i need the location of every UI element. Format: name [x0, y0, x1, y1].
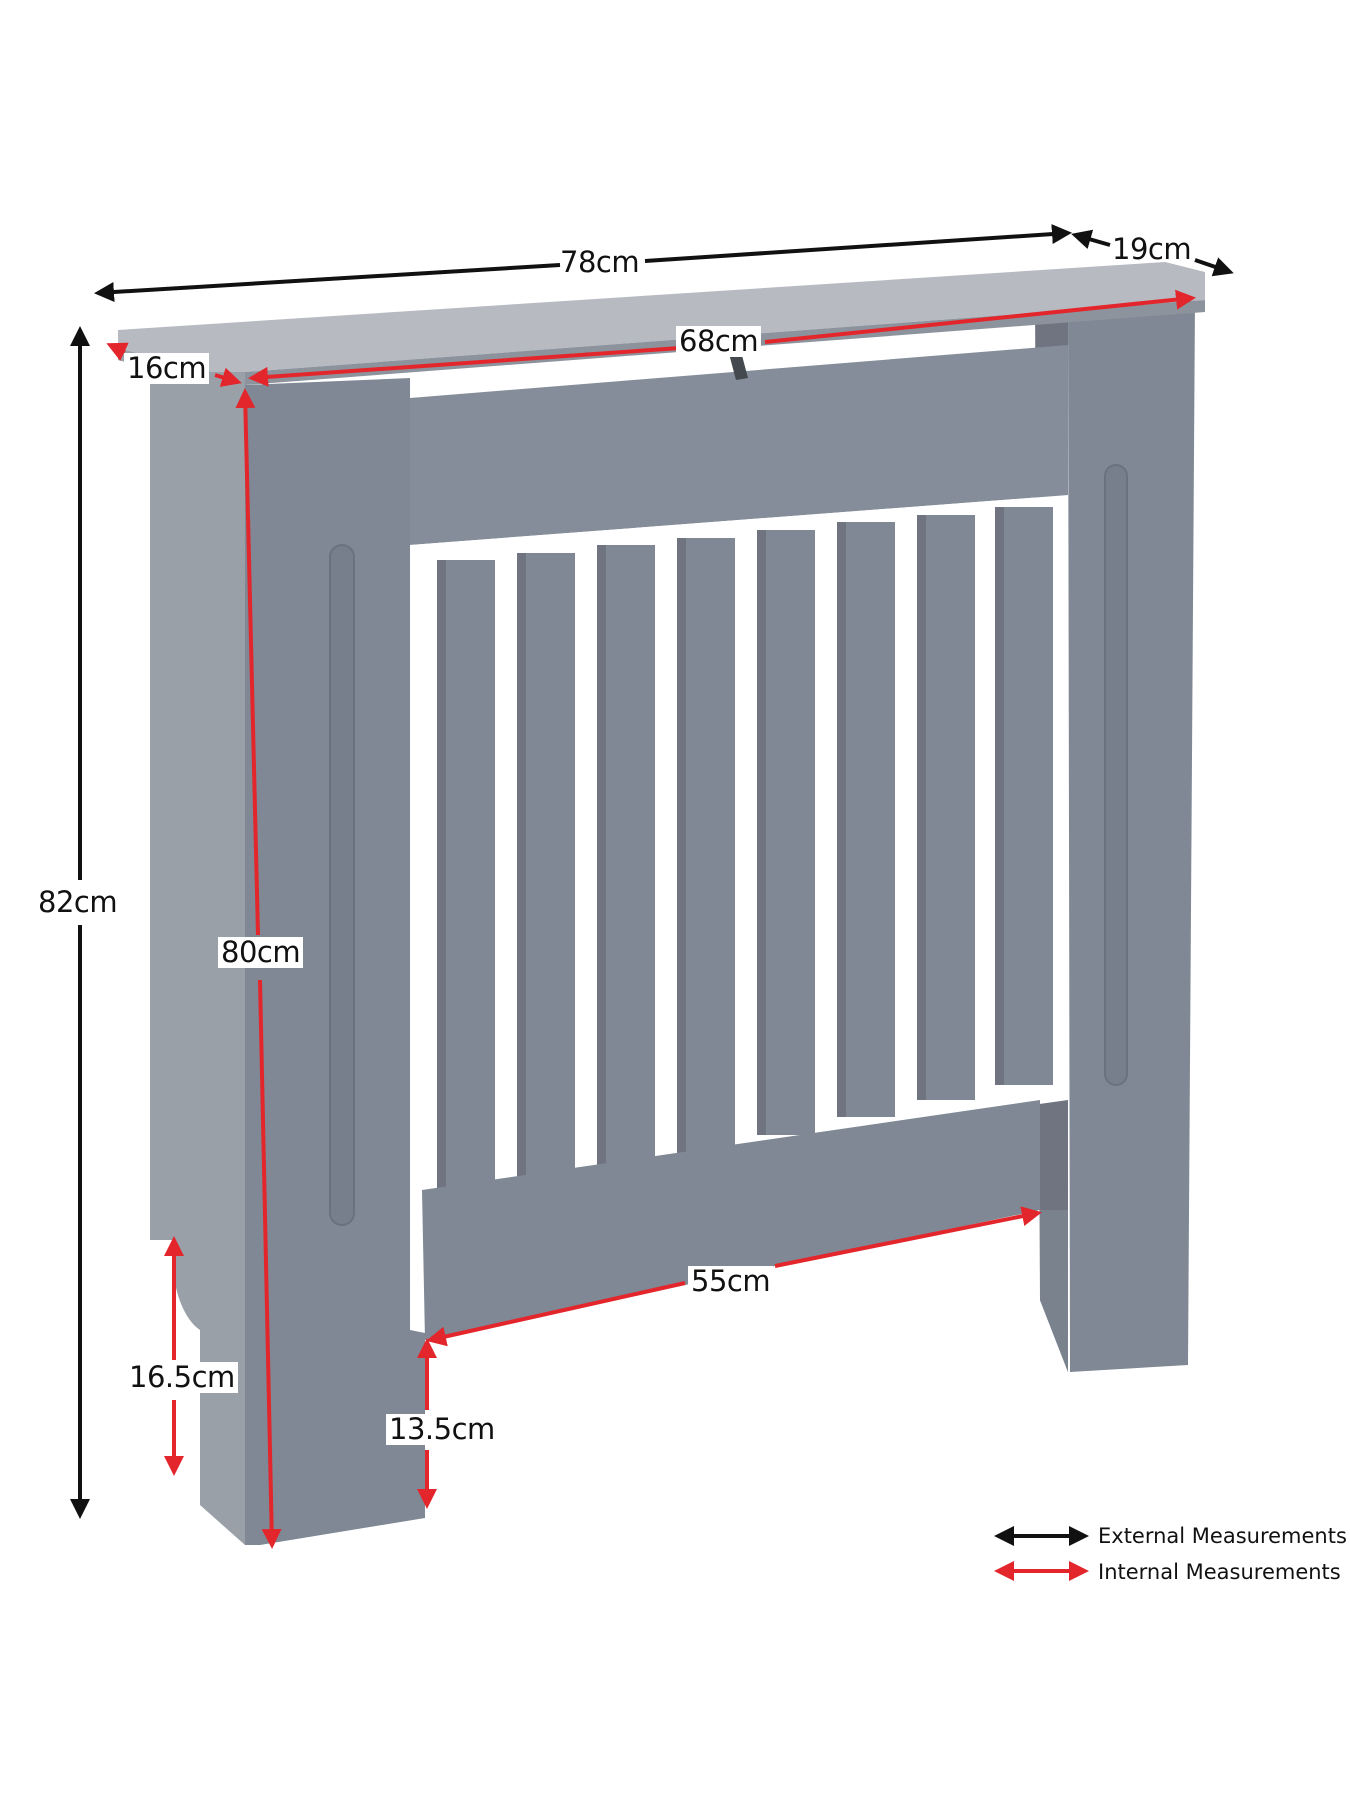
right-foot — [1040, 1210, 1068, 1372]
label-inner-depth-16cm: 16cm — [124, 353, 210, 384]
bottom-rail — [422, 1100, 1040, 1340]
inner-depth-arrow — [106, 342, 129, 361]
legend-internal-label: Internal Measurements — [1098, 1560, 1341, 1584]
label-width-78cm: 78cm — [560, 245, 640, 279]
slats — [410, 495, 1068, 1200]
external-dimension-arrows — [70, 224, 1234, 1519]
label-depth-19cm: 19cm — [1112, 232, 1192, 266]
label-height-82cm: 82cm — [38, 885, 118, 919]
top-rail — [410, 345, 1068, 545]
label-inner-width-68cm: 68cm — [676, 326, 762, 357]
legend-external: External Measurements — [995, 1518, 1347, 1554]
legend-arrows — [994, 1526, 1089, 1581]
inner-width-arrow — [248, 346, 681, 387]
legend-internal: Internal Measurements — [995, 1554, 1347, 1590]
label-foot-clearance-13-5cm: 13.5cm — [386, 1414, 498, 1445]
internal-dimension-arrows — [106, 289, 1196, 1549]
width-arrow — [94, 263, 561, 303]
label-bottom-opening-55cm: 55cm — [688, 1266, 774, 1297]
label-inner-height-80cm: 80cm — [218, 937, 304, 968]
depth-arrow — [1071, 229, 1111, 250]
label-foot-cutout-16-5cm: 16.5cm — [126, 1362, 238, 1393]
legend: External Measurements Internal Measureme… — [995, 1518, 1347, 1590]
inner-height-arrow — [235, 388, 260, 936]
legend-external-label: External Measurements — [1098, 1524, 1347, 1548]
left-front-post — [245, 378, 425, 1545]
bottom-opening-arrow — [426, 1281, 686, 1347]
